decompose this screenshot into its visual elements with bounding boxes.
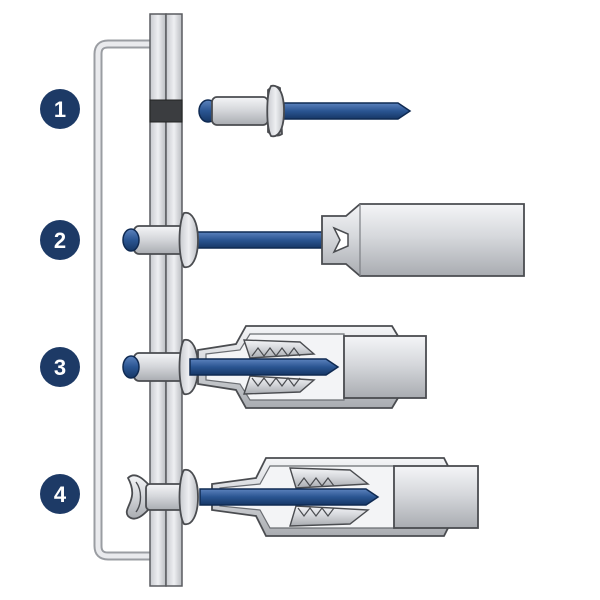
step-number: 3 [54,355,66,380]
step-3-rivet-tool-icon [190,326,426,408]
step-badge-1: 1 [40,89,80,129]
step-badge-4: 4 [40,474,80,514]
step-number: 2 [54,228,66,253]
step-badge-2: 2 [40,220,80,260]
step-badge-3: 3 [40,347,80,387]
step-number: 4 [54,482,67,507]
step-number: 1 [54,97,66,122]
step-4-rivet-tool-icon [200,458,478,536]
step-1-rivet [199,86,410,137]
step-2-rivet-tool-icon [322,204,524,276]
